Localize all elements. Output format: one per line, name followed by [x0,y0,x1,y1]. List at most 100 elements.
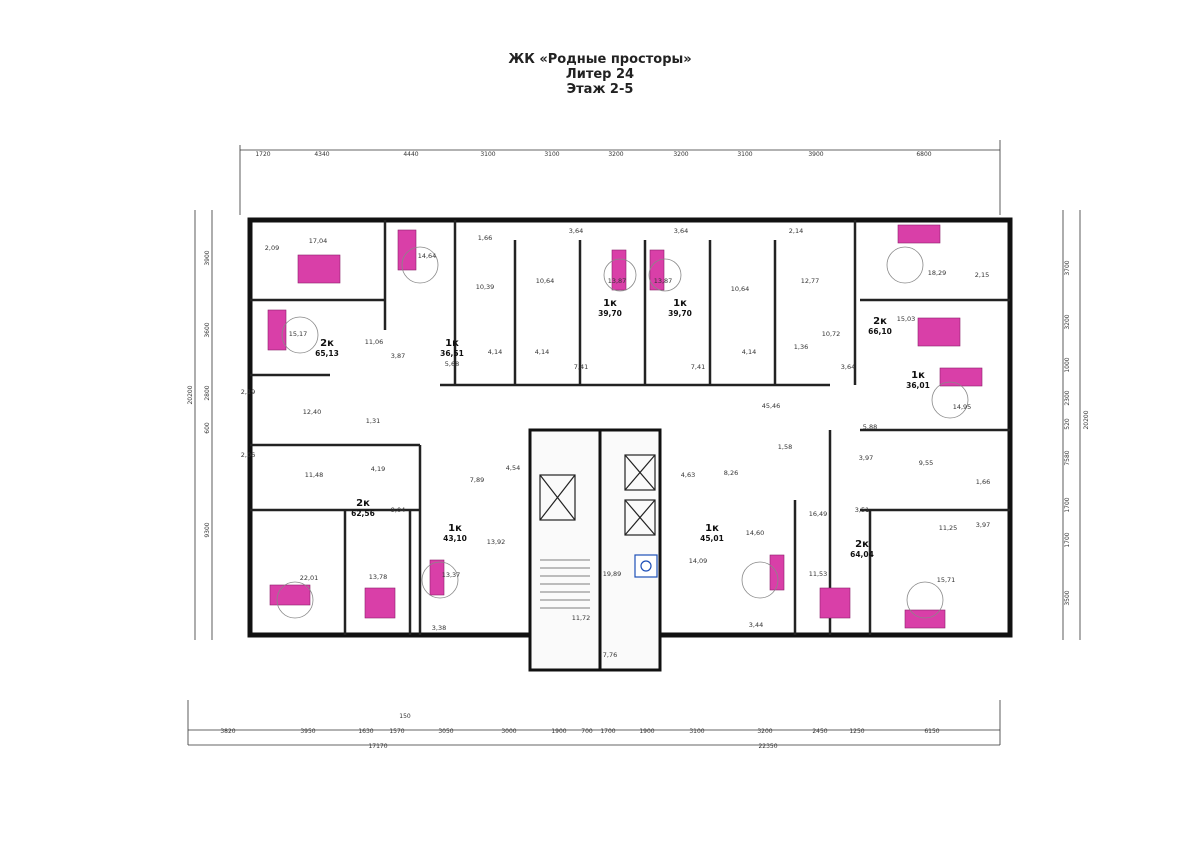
room-area: 5,88 [863,423,877,431]
room-area: 2,06 [241,451,255,459]
room-area: 10,39 [476,283,495,291]
room-area: 22,01 [300,574,319,582]
dim-bottom-9: 1900 [639,728,654,735]
apt-code: 1к [603,298,617,309]
dim-left-0: 3900 [204,250,211,265]
room-area: 11,25 [939,524,958,532]
room-area: 10,64 [731,285,750,293]
dim-top-3: 3100 [480,151,495,158]
dim-bottom-12: 2450 [812,728,827,735]
room-area: 2,19 [241,388,255,396]
right-dimension-line [1062,210,1081,640]
dim-right-2: 1000 [1064,357,1071,372]
room-area: 4,54 [506,464,520,472]
sofa-icon [429,559,445,596]
top-dimension-line [239,140,1001,215]
dim-bottom-0: 3820 [220,728,235,735]
dim-left-total: 20200 [187,385,194,404]
right-dimension-labels: 3700 3200 1000 2300 520 7580 1700 1700 3… [1064,260,1090,605]
dim-right-total: 20200 [1083,410,1090,429]
dim-bottom-total-left: 17170 [368,743,387,750]
room-area: 3,64 [674,227,688,235]
room-area: 1,66 [976,478,990,486]
room-area: 14,64 [418,252,437,260]
room-area: 12,40 [303,408,322,416]
dim-bottom-10: 3100 [689,728,704,735]
apt-total: 45,01 [700,534,724,543]
dim-right-4: 520 [1064,418,1071,430]
stair-core [528,428,662,672]
sofa-icon [269,584,311,606]
apt-total: 36,51 [440,349,464,358]
apt-code: 1к [448,523,462,534]
room-area: 13,37 [442,571,461,579]
dim-left-1: 3600 [204,322,211,337]
round-tables [276,246,969,619]
apt-total: 62,56 [351,509,375,518]
bed-icon [819,587,851,619]
room-area: 45,46 [762,402,781,410]
room-area: 14,95 [953,403,972,411]
room-area: 3,97 [976,521,990,529]
dim-right-0: 3700 [1064,260,1071,275]
sofa-icon [769,554,785,591]
bed-icon [297,254,341,284]
room-area: 3,64 [569,227,583,235]
bed-icon [364,587,396,619]
sofa-icon [397,229,417,271]
room-area: 19,89 [603,570,622,578]
dim-top-0: 1720 [255,151,270,158]
dim-bottom-14: 6150 [924,728,939,735]
sofa-icon [904,609,946,629]
room-area: 14,09 [689,557,708,565]
room-area: 11,53 [809,570,828,578]
room-area: 13,78 [369,573,388,581]
apt-total: 39,70 [598,309,622,318]
liter-title: Литер 24 [565,67,635,82]
dim-bottom-total-right: 22350 [758,743,777,750]
apt-total: 65,13 [315,349,339,358]
room-area: 8,26 [724,469,738,477]
room-area: 11,48 [305,471,324,479]
apt-total: 66,10 [868,327,892,336]
room-area: 4,14 [742,348,756,356]
room-area: 15,03 [897,315,916,323]
room-area: 2,15 [975,271,989,279]
bottom-dimension-line [187,700,1001,746]
room-area: 10,64 [536,277,555,285]
room-area: 10,72 [822,330,841,338]
dim-top-6: 3200 [673,151,688,158]
dim-right-8: 3500 [1064,590,1071,605]
dim-right-1: 3200 [1064,314,1071,329]
dim-bottom-11: 3200 [757,728,772,735]
room-area: 13,92 [487,538,506,546]
room-area: 18,29 [928,269,947,277]
room-area: 1,66 [478,234,492,242]
room-area: 3,97 [859,454,873,462]
room-area: 5,68 [445,360,459,368]
dim-left-3: 600 [204,422,211,434]
room-area: 9,55 [919,459,933,467]
room-area: 4,63 [681,471,695,479]
apt-code: 2к [356,498,370,509]
room-area: 11,06 [365,338,384,346]
apt-total: 43,10 [443,534,467,543]
apt-total: 64,04 [850,550,874,559]
room-area: 1,36 [794,343,808,351]
dim-right-7: 1700 [1064,532,1071,547]
apartment-labels: 2к 65,13 1к 36,51 1к 39,70 1к 39,70 2к 6… [315,298,930,559]
dim-right-6: 1700 [1064,497,1071,512]
room-area: 1,31 [366,417,380,425]
room-area: 3,87 [391,352,405,360]
apt-total: 39,70 [668,309,692,318]
dim-bottom-7: 700 [581,728,593,735]
wheelchair-icon [634,554,658,578]
room-area: 16,49 [809,510,828,518]
accessibility-sign [634,554,658,578]
room-area: 7,41 [691,363,705,371]
apt-code: 2к [873,316,887,327]
dim-top-1: 4340 [314,151,329,158]
room-area: 2,09 [265,244,279,252]
